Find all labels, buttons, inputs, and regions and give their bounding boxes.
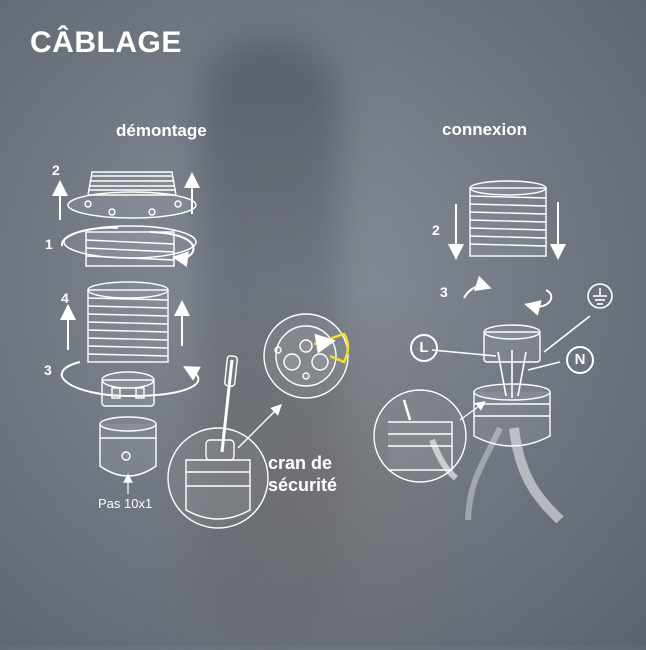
top-ring-flange (67, 171, 197, 219)
connection-threaded-ring (469, 180, 547, 257)
terminal-live-badge: L (410, 334, 438, 362)
detail-circle-wire-clamp (373, 389, 467, 483)
safety-notch-label-line2: sécurité (268, 475, 338, 495)
cable-1 (509, 427, 564, 524)
step-number-3: 3 (44, 362, 52, 378)
safety-notch-highlight (325, 332, 350, 364)
section-title-connection: connexion (442, 120, 528, 139)
safety-notch-label-line1: cran de (268, 453, 333, 473)
background-blur-warm (160, 320, 460, 650)
wires (431, 315, 591, 398)
contact-insert (101, 371, 155, 407)
lamp-socket-base (99, 416, 157, 477)
step-number-1: 1 (45, 236, 53, 252)
threaded-body (87, 281, 169, 363)
rotate-arrow-right (524, 289, 553, 316)
step-number-2: 2 (52, 162, 60, 178)
detail-circle-contact-top (263, 313, 349, 399)
safety-notch-label: cran de sécurité (268, 452, 337, 496)
cable-2 (465, 426, 503, 521)
rotate-arrow-1 (149, 231, 195, 267)
thread-pitch-label: Pas 10x1 (98, 496, 153, 511)
terminal-neutral-badge: N (566, 346, 594, 374)
detail-circle-screwdriver (167, 355, 269, 529)
page-title: CÂBLAGE (30, 26, 182, 59)
connection-step-number-3: 3 (440, 284, 448, 300)
connection-step-number-2: 2 (432, 222, 440, 238)
threaded-ring-1 (63, 225, 197, 267)
ground-icon (587, 283, 613, 309)
rotate-arrow-left (463, 275, 492, 299)
step-number-4: 4 (61, 290, 69, 306)
rotate-arrow-3 (60, 361, 201, 398)
section-title-disassembly: démontage (116, 121, 207, 140)
